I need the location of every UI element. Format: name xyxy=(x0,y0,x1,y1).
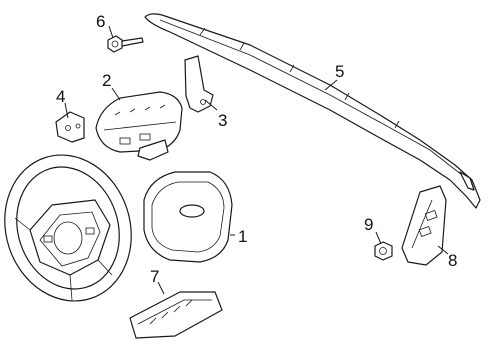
callout-6: 6 xyxy=(96,12,105,31)
part-2-driver-airbag-module xyxy=(95,91,183,161)
steering-wheel xyxy=(4,154,132,302)
part-7-knee-airbag xyxy=(129,291,223,339)
callout-1: 1 xyxy=(238,227,247,246)
leader-lines xyxy=(64,25,449,295)
part-9-nut xyxy=(374,241,393,261)
callout-3: 3 xyxy=(218,111,227,130)
part-4-mount-bracket xyxy=(55,111,85,143)
leader-3 xyxy=(204,99,218,111)
callout-7: 7 xyxy=(150,267,159,286)
part-1-airbag-cover xyxy=(143,171,233,263)
callout-9: 9 xyxy=(364,215,373,234)
callout-8: 8 xyxy=(448,251,457,270)
callout-2: 2 xyxy=(102,71,111,90)
part-3-bracket xyxy=(184,55,214,113)
leader-2 xyxy=(111,87,121,101)
callout-4: 4 xyxy=(56,87,65,106)
leader-6 xyxy=(108,25,114,39)
leader-4 xyxy=(64,102,69,119)
leader-9 xyxy=(375,231,382,245)
part-5-curtain-airbag xyxy=(144,13,481,209)
leader-5 xyxy=(324,79,338,91)
callout-5: 5 xyxy=(335,62,344,81)
part-8-side-airbag xyxy=(401,185,447,266)
leader-8 xyxy=(437,245,449,255)
part-6-bolt xyxy=(107,35,144,53)
leader-7 xyxy=(157,281,165,295)
